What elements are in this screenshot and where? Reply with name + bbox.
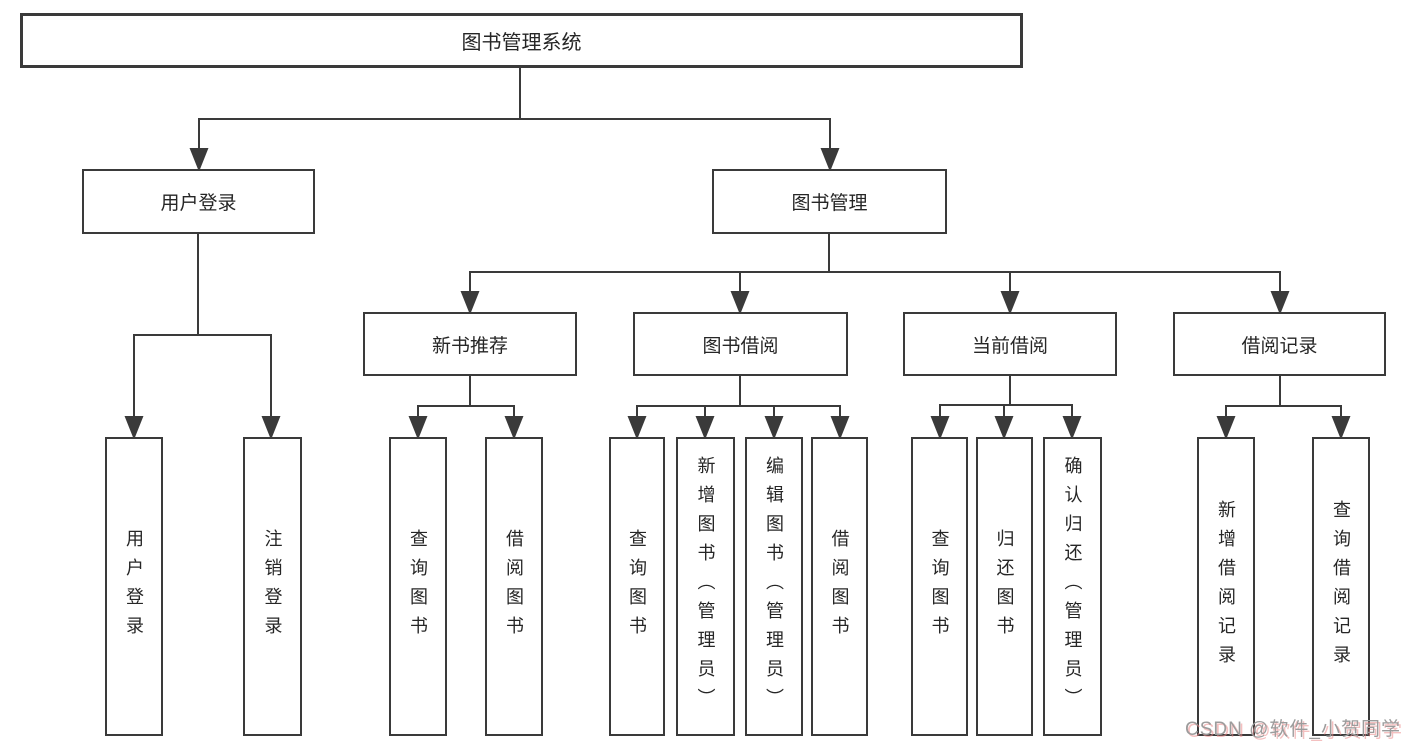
connector-userlogin-to-leaves bbox=[124, 234, 281, 440]
node-label: 借阅图书 bbox=[504, 528, 524, 645]
connector-borrowrecords-to-leaves bbox=[1216, 376, 1351, 440]
node-label: 编辑图书（管理员） bbox=[764, 456, 784, 717]
leaf-logout: 注销登录 bbox=[243, 437, 302, 736]
node-label: 用户登录 bbox=[160, 193, 237, 214]
node-borrowing-records: 借阅记录 bbox=[1173, 312, 1386, 376]
node-label: 当前借阅 bbox=[971, 335, 1048, 357]
leaf-add-books-admin: 新增图书（管理员） bbox=[676, 437, 735, 736]
node-user-login: 用户登录 bbox=[82, 169, 315, 234]
node-label: 新书推荐 bbox=[431, 335, 508, 357]
node-label: 新增图书（管理员） bbox=[695, 456, 716, 717]
leaf-query-books-1: 查询图书 bbox=[389, 437, 447, 736]
node-current-borrowing: 当前借阅 bbox=[903, 312, 1117, 376]
leaf-user-login: 用户登录 bbox=[105, 437, 163, 736]
node-book-management: 图书管理 bbox=[712, 169, 947, 234]
leaf-query-books-3: 查询图书 bbox=[911, 437, 968, 736]
node-label: 借阅图书 bbox=[829, 528, 850, 645]
node-label: 查询图书 bbox=[408, 528, 428, 645]
leaf-add-borrow-record: 新增借阅记录 bbox=[1197, 437, 1255, 736]
leaf-borrow-books-2: 借阅图书 bbox=[811, 437, 868, 736]
connector-bookborrow-to-leaves bbox=[627, 376, 850, 440]
leaf-borrow-books-1: 借阅图书 bbox=[485, 437, 543, 736]
node-label: 查询借阅记录 bbox=[1331, 499, 1351, 674]
node-label: 新增借阅记录 bbox=[1216, 499, 1236, 674]
node-label: 借阅记录 bbox=[1241, 335, 1318, 357]
connector-currentborrow-to-leaves bbox=[930, 376, 1082, 440]
node-book-borrowing: 图书借阅 bbox=[633, 312, 848, 376]
node-label: 归还图书 bbox=[994, 528, 1015, 645]
node-label: 确认归还（管理员） bbox=[1062, 456, 1083, 717]
node-new-book-recommend: 新书推荐 bbox=[363, 312, 577, 376]
node-label: 查询图书 bbox=[627, 528, 647, 645]
node-label: 图书管理 bbox=[791, 193, 868, 214]
leaf-query-borrow-record: 查询借阅记录 bbox=[1312, 437, 1370, 736]
node-label: 用户登录 bbox=[124, 528, 144, 645]
leaf-return-books: 归还图书 bbox=[976, 437, 1033, 736]
connector-bookmgmt-to-level3 bbox=[460, 234, 1290, 315]
connector-root-to-level2 bbox=[189, 68, 840, 172]
leaf-confirm-return-admin: 确认归还（管理员） bbox=[1043, 437, 1102, 736]
node-root-library-system: 图书管理系统 bbox=[20, 13, 1023, 68]
connector-newbookrec-to-leaves bbox=[408, 376, 524, 440]
node-label: 注销登录 bbox=[262, 528, 283, 645]
node-label: 图书管理系统 bbox=[461, 32, 582, 54]
leaf-query-books-2: 查询图书 bbox=[609, 437, 665, 736]
node-label: 图书借阅 bbox=[702, 335, 779, 357]
csdn-watermark: CSDN @软件_小贺同学 bbox=[1185, 719, 1401, 740]
node-label: 查询图书 bbox=[929, 528, 950, 645]
leaf-edit-books-admin: 编辑图书（管理员） bbox=[745, 437, 803, 736]
